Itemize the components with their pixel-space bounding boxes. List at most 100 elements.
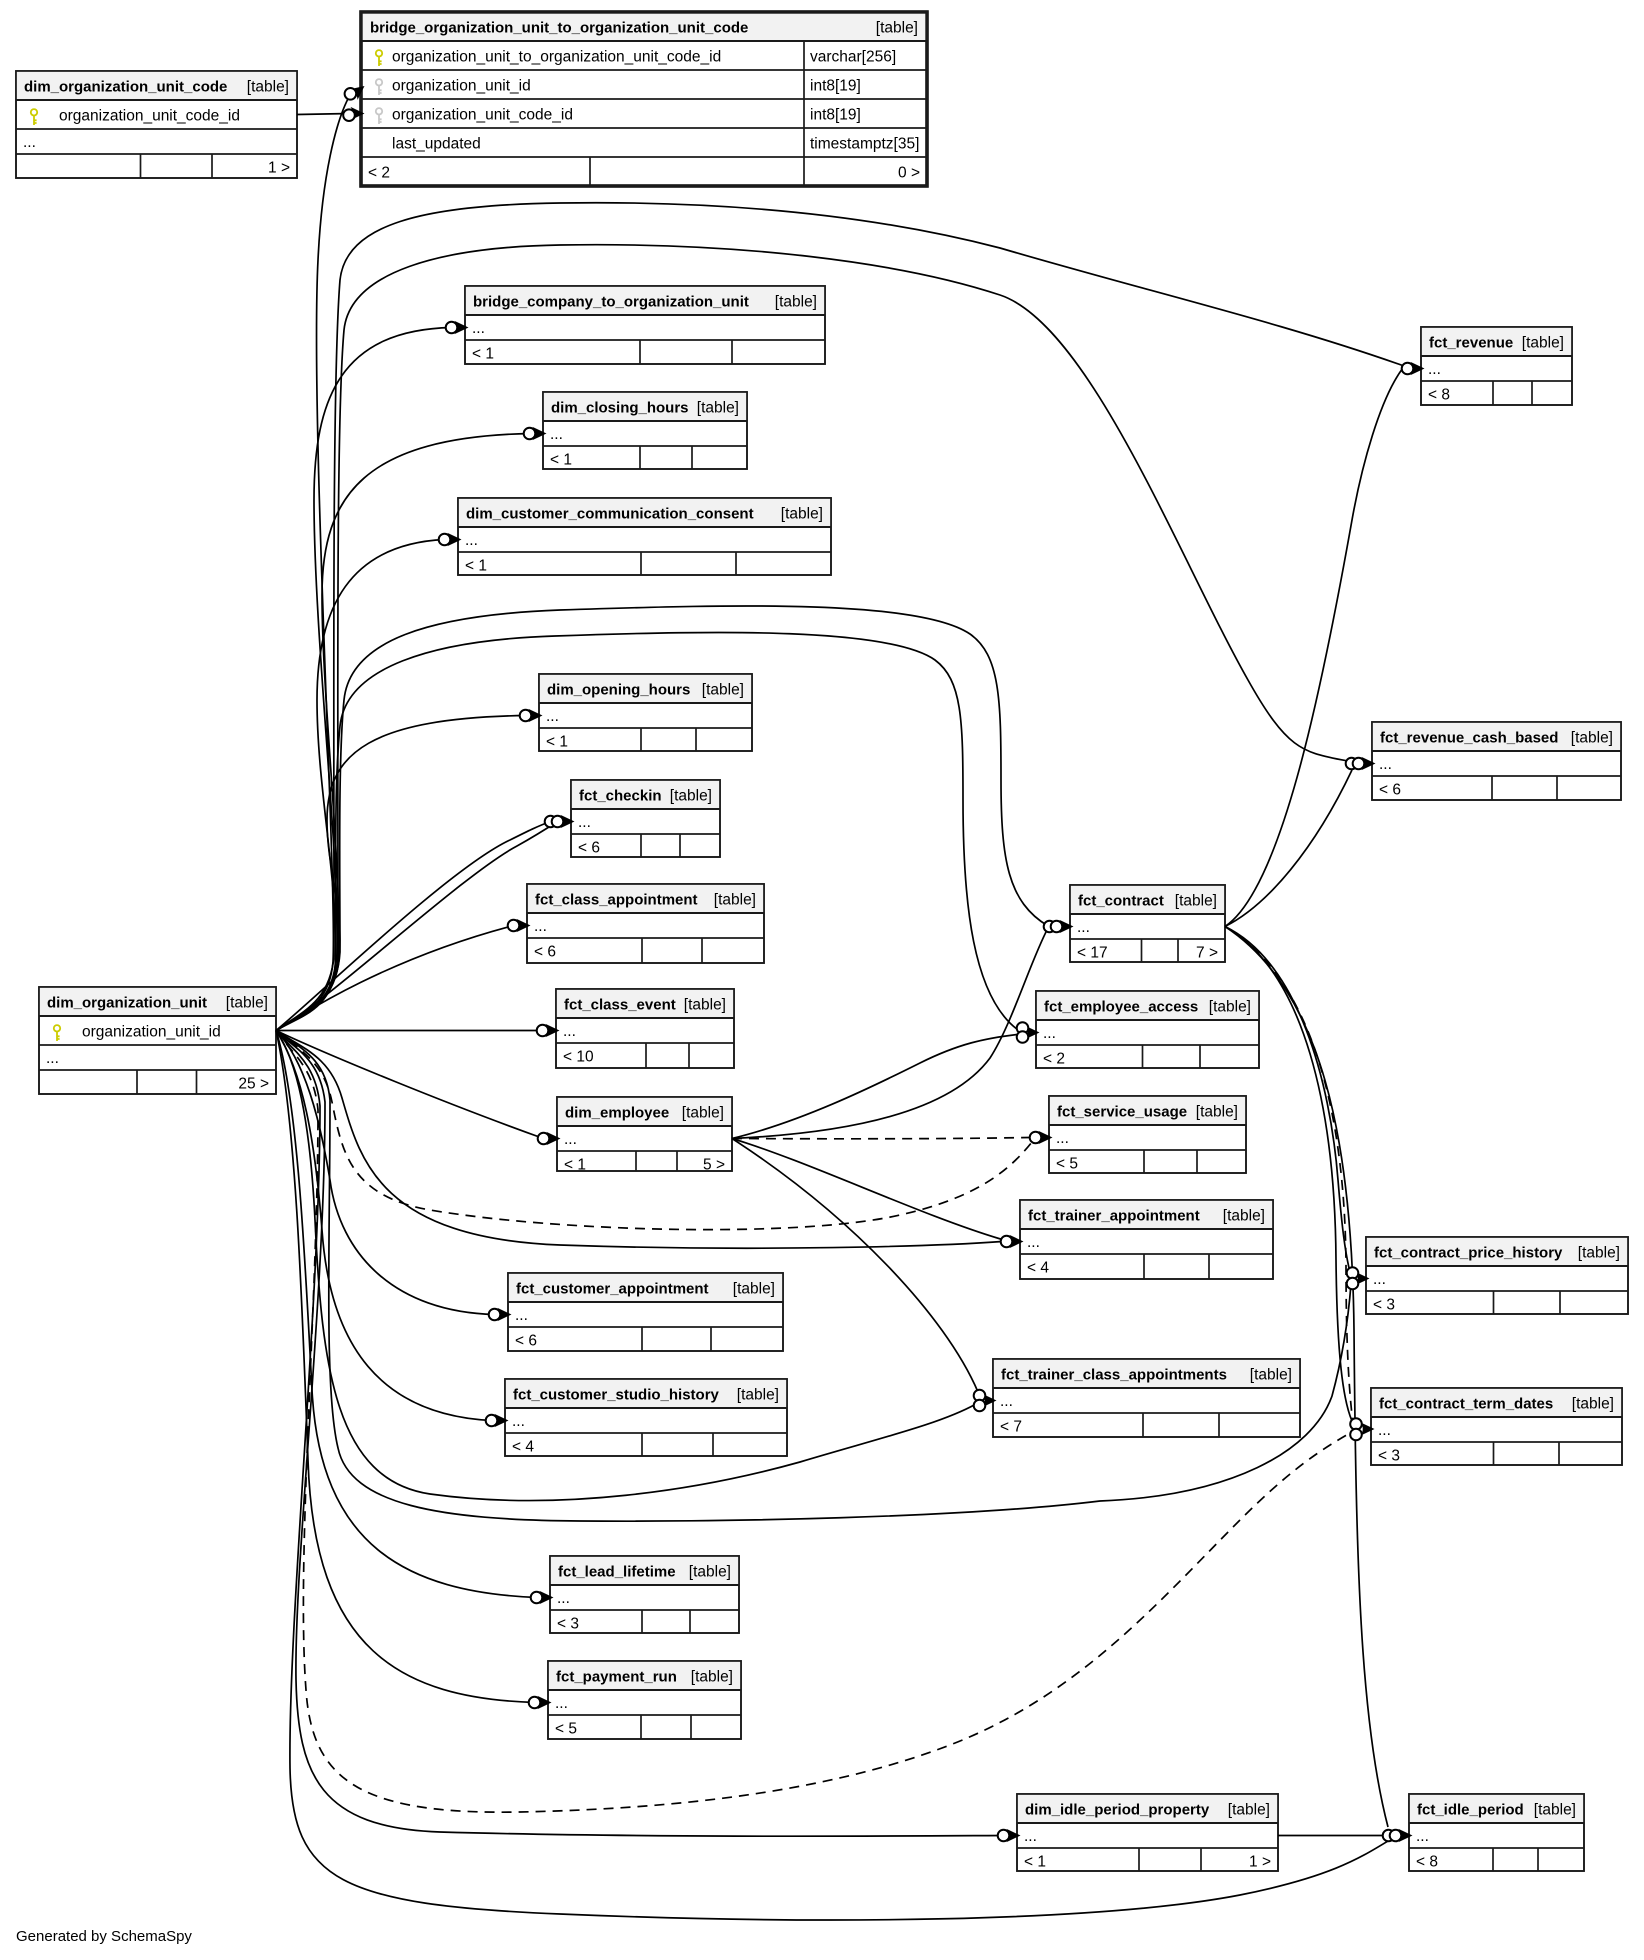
svg-text:[table]: [table] — [876, 20, 918, 37]
svg-text:dim_idle_period_property: dim_idle_period_property — [1025, 1802, 1210, 1819]
svg-text:< 1: < 1 — [472, 346, 494, 363]
svg-text:< 2: < 2 — [1043, 1051, 1065, 1068]
svg-text:...: ... — [1378, 1422, 1391, 1439]
svg-text:< 3: < 3 — [557, 1616, 579, 1633]
svg-text:[table]: [table] — [1522, 335, 1564, 352]
svg-text:bridge_company_to_organization: bridge_company_to_organization_unit — [473, 294, 749, 311]
svg-text:0 >: 0 > — [898, 165, 920, 182]
svg-text:[table]: [table] — [226, 995, 268, 1012]
svg-text:< 8: < 8 — [1416, 1854, 1438, 1871]
svg-text:< 8: < 8 — [1428, 387, 1450, 404]
svg-text:fct_customer_studio_history: fct_customer_studio_history — [513, 1387, 720, 1404]
svg-text:fct_checkin: fct_checkin — [579, 788, 662, 805]
svg-text:[table]: [table] — [1571, 730, 1613, 747]
svg-text:...: ... — [1373, 1271, 1386, 1288]
svg-text:...: ... — [46, 1050, 59, 1067]
svg-text:[table]: [table] — [1228, 1802, 1270, 1819]
svg-text:...: ... — [515, 1307, 528, 1324]
svg-text:[table]: [table] — [1209, 999, 1251, 1016]
svg-text:< 2: < 2 — [368, 165, 390, 182]
svg-text:[table]: [table] — [737, 1387, 779, 1404]
svg-text:dim_employee: dim_employee — [565, 1105, 669, 1122]
svg-text:...: ... — [534, 918, 547, 935]
svg-text:fct_idle_period: fct_idle_period — [1417, 1802, 1524, 1819]
svg-text:fct_revenue_cash_based: fct_revenue_cash_based — [1380, 730, 1558, 747]
svg-text:int8[19]: int8[19] — [810, 78, 861, 95]
svg-text:dim_organization_unit: dim_organization_unit — [47, 995, 207, 1012]
svg-text:< 1: < 1 — [1024, 1854, 1046, 1871]
svg-text:< 5: < 5 — [555, 1721, 577, 1738]
svg-text:...: ... — [1428, 361, 1441, 378]
svg-text:< 4: < 4 — [512, 1439, 534, 1456]
svg-text:organization_unit_to_organizat: organization_unit_to_organization_unit_c… — [392, 49, 721, 66]
svg-text:fct_trainer_appointment: fct_trainer_appointment — [1028, 1208, 1200, 1225]
svg-text:...: ... — [1043, 1025, 1056, 1042]
svg-text:[table]: [table] — [1572, 1396, 1614, 1413]
svg-text:[table]: [table] — [1196, 1104, 1238, 1121]
svg-text:...: ... — [1024, 1828, 1037, 1845]
svg-text:< 6: < 6 — [1379, 782, 1401, 799]
svg-text:[table]: [table] — [1578, 1245, 1620, 1262]
svg-text:[table]: [table] — [691, 1669, 733, 1686]
svg-text:[table]: [table] — [247, 79, 289, 96]
svg-text:1 >: 1 > — [1249, 1854, 1271, 1871]
svg-text:fct_class_event: fct_class_event — [564, 997, 676, 1014]
svg-text:Generated by SchemaSpy: Generated by SchemaSpy — [16, 1928, 192, 1945]
svg-text:1 >: 1 > — [268, 160, 290, 177]
svg-text:< 10: < 10 — [563, 1049, 594, 1066]
svg-text:fct_trainer_class_appointments: fct_trainer_class_appointments — [1001, 1367, 1227, 1384]
svg-text:bridge_organization_unit_to_or: bridge_organization_unit_to_organization… — [370, 20, 748, 37]
svg-text:< 7: < 7 — [1000, 1419, 1022, 1436]
svg-text:...: ... — [465, 532, 478, 549]
svg-text:fct_contract_term_dates: fct_contract_term_dates — [1379, 1396, 1553, 1413]
svg-text:< 3: < 3 — [1378, 1448, 1400, 1465]
svg-text:[table]: [table] — [1175, 893, 1217, 910]
svg-text:[table]: [table] — [1534, 1802, 1576, 1819]
svg-text:< 6: < 6 — [515, 1333, 537, 1350]
svg-text:varchar[256]: varchar[256] — [810, 49, 896, 66]
svg-text:fct_revenue: fct_revenue — [1429, 335, 1513, 352]
svg-text:< 1: < 1 — [465, 558, 487, 575]
svg-text:< 6: < 6 — [578, 840, 600, 857]
svg-text:dim_opening_hours: dim_opening_hours — [547, 682, 690, 699]
svg-text:...: ... — [557, 1590, 570, 1607]
svg-text:[table]: [table] — [702, 682, 744, 699]
svg-text:timestamptz[35]: timestamptz[35] — [810, 136, 919, 153]
svg-text:...: ... — [1027, 1234, 1040, 1251]
svg-text:[table]: [table] — [733, 1281, 775, 1298]
svg-text:[table]: [table] — [670, 788, 712, 805]
svg-text:[table]: [table] — [682, 1105, 724, 1122]
svg-text:int8[19]: int8[19] — [810, 107, 861, 124]
svg-text:fct_customer_appointment: fct_customer_appointment — [516, 1281, 709, 1298]
svg-text:< 4: < 4 — [1027, 1260, 1049, 1277]
svg-text:< 6: < 6 — [534, 944, 556, 961]
svg-text:...: ... — [1077, 919, 1090, 936]
svg-text:...: ... — [578, 814, 591, 831]
svg-text:organization_unit_id: organization_unit_id — [82, 1024, 221, 1041]
svg-text:[table]: [table] — [775, 294, 817, 311]
svg-text:...: ... — [1000, 1393, 1013, 1410]
svg-text:fct_class_appointment: fct_class_appointment — [535, 892, 698, 909]
svg-text:fct_lead_lifetime: fct_lead_lifetime — [558, 1564, 676, 1581]
svg-text:...: ... — [512, 1413, 525, 1430]
svg-text:...: ... — [472, 320, 485, 337]
svg-text:...: ... — [23, 134, 36, 151]
svg-text:...: ... — [1416, 1828, 1429, 1845]
svg-text:fct_contract_price_history: fct_contract_price_history — [1374, 1245, 1563, 1262]
svg-text:...: ... — [1056, 1130, 1069, 1147]
svg-text:...: ... — [563, 1023, 576, 1040]
svg-text:organization_unit_code_id: organization_unit_code_id — [392, 107, 573, 124]
svg-text:dim_organization_unit_code: dim_organization_unit_code — [24, 79, 227, 96]
svg-text:25 >: 25 > — [238, 1076, 269, 1093]
svg-text:...: ... — [546, 708, 559, 725]
svg-text:...: ... — [555, 1695, 568, 1712]
svg-text:...: ... — [564, 1131, 577, 1148]
svg-text:7 >: 7 > — [1196, 945, 1218, 962]
svg-text:fct_payment_run: fct_payment_run — [556, 1669, 677, 1686]
svg-text:fct_contract: fct_contract — [1078, 893, 1164, 910]
svg-text:< 1: < 1 — [550, 452, 572, 469]
svg-text:...: ... — [550, 426, 563, 443]
svg-text:< 1: < 1 — [564, 1157, 586, 1174]
svg-text:fct_service_usage: fct_service_usage — [1057, 1104, 1187, 1121]
svg-text:< 17: < 17 — [1077, 945, 1108, 962]
